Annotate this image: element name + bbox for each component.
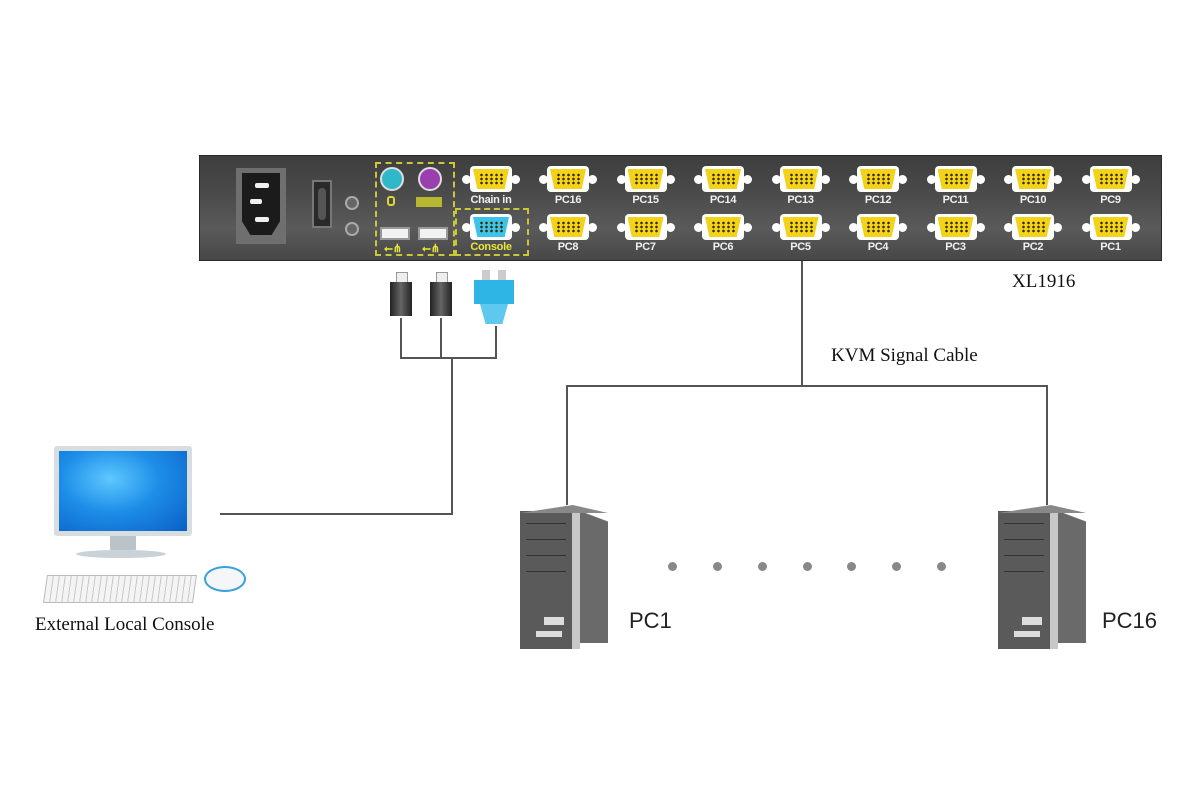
- vga-port-icon: [694, 166, 752, 192]
- pc-port-label: PC13: [787, 194, 814, 206]
- reset-icon: [345, 196, 359, 210]
- ellipsis-dot: [847, 562, 857, 571]
- pc-port-label: PC14: [709, 194, 737, 206]
- pc-port-label: PC15: [632, 194, 659, 206]
- pc16-label: PC16: [1102, 608, 1158, 633]
- mouse-icon: [387, 196, 395, 206]
- ellipsis-dot: [802, 562, 812, 571]
- ellipsis-dot: [892, 562, 902, 571]
- pc-port-label: PC11: [942, 194, 969, 206]
- chain-in-vga-port-icon: [462, 166, 520, 192]
- external-console-label: External Local Console: [35, 614, 215, 635]
- monitor-stand-icon: [110, 536, 136, 550]
- vga-port-icon: [616, 214, 675, 240]
- usb-plug-icon: [390, 272, 412, 318]
- power-inlet-icon: [236, 168, 286, 244]
- pc-tower-icon: [998, 505, 1088, 650]
- vga-port-icon: [539, 166, 597, 192]
- mouse-icon: [204, 566, 246, 592]
- pc-port-label: PC9: [1100, 194, 1121, 206]
- pc-port-label: PC4: [867, 241, 889, 253]
- usb-port-icon: [380, 227, 410, 240]
- kvm-signal-cable-line: [801, 261, 803, 387]
- pc-port-label: PC8: [557, 241, 579, 253]
- usb-cable-line: [440, 318, 442, 358]
- vga-port-icon: [849, 214, 907, 240]
- monitor-base-icon: [76, 550, 166, 558]
- power-switch-icon: [312, 180, 332, 228]
- ellipsis-dot: [712, 562, 722, 571]
- vga-cable-line: [495, 326, 497, 358]
- console-group-outline: [375, 162, 455, 256]
- ps2-keyboard-port-icon: [418, 167, 442, 191]
- kvm-cable-to-pc1: [566, 385, 568, 505]
- keyboard-icon: [416, 197, 442, 207]
- console-cable-junction: [400, 357, 497, 359]
- vga-port-icon: [1004, 214, 1062, 240]
- console-label: Console: [470, 241, 512, 253]
- vga-port-icon: [849, 166, 907, 192]
- kvm-cable-to-pc16: [1046, 385, 1048, 505]
- usb-symbol-icon: ⭠⋔: [384, 243, 403, 255]
- ground-icon: [345, 222, 359, 236]
- vga-port-icon: [926, 166, 985, 192]
- vga-plug-icon: [474, 270, 514, 326]
- vga-port-icon: [771, 214, 830, 240]
- console-vga-port-icon: [462, 214, 520, 240]
- vga-port-icon: [616, 166, 675, 192]
- console-cable-line: [220, 513, 453, 515]
- pc-port-label: PC7: [635, 241, 656, 253]
- model-label: XL1916: [1012, 271, 1076, 292]
- usb-cable-line: [400, 318, 402, 358]
- ellipsis-dot: [668, 562, 677, 571]
- kvm-signal-cable-line: [566, 385, 1048, 387]
- chain-in-label: Chain in: [470, 194, 512, 206]
- console-cable-line: [451, 357, 453, 515]
- pc-port-label: PC10: [1019, 194, 1047, 206]
- pc-port-label: PC6: [712, 241, 734, 253]
- pc1-label: PC1: [629, 608, 672, 633]
- vga-port-icon: [1004, 166, 1062, 192]
- pc-port-label: PC16: [554, 194, 582, 206]
- pc-port-label: PC12: [864, 194, 892, 206]
- ps2-mouse-port-icon: [380, 167, 404, 191]
- pc-tower-icon: [520, 505, 610, 650]
- vga-port-icon: [694, 214, 752, 240]
- usb-plug-icon: [430, 272, 452, 318]
- console-vga-outline: [455, 208, 529, 256]
- keyboard-icon: [43, 575, 197, 603]
- ellipsis-dot: [757, 562, 767, 571]
- usb-symbol-icon: ⭠⋔: [422, 243, 441, 255]
- pc-port-label: PC5: [790, 241, 811, 253]
- vga-port-icon: [1081, 214, 1140, 240]
- vga-port-icon: [926, 214, 985, 240]
- monitor-icon: [54, 446, 192, 536]
- pc-port-label: PC2: [1022, 241, 1044, 253]
- pc-port-label: PC1: [1100, 241, 1121, 253]
- vga-port-icon: [539, 214, 597, 240]
- vga-port-icon: [771, 166, 830, 192]
- pc-port-label: PC3: [945, 241, 966, 253]
- kvm-cable-label: KVM Signal Cable: [831, 345, 978, 366]
- usb-port-icon: [418, 227, 448, 240]
- ellipsis-dot: [937, 562, 946, 571]
- vga-port-icon: [1081, 166, 1140, 192]
